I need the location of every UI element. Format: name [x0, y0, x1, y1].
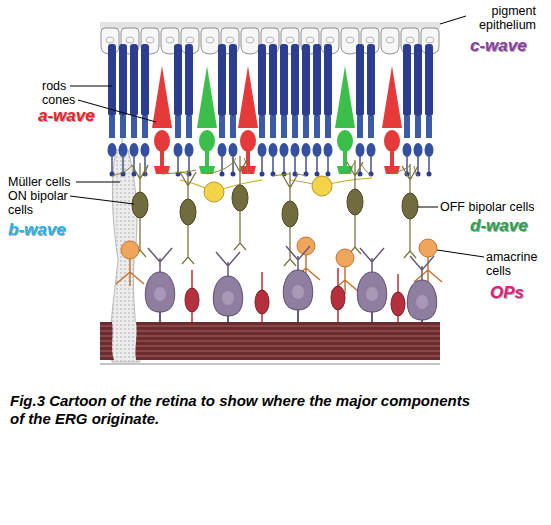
small-ganglion-cell [255, 272, 269, 326]
red-cone [152, 66, 172, 174]
ganglion-cell [407, 256, 436, 332]
bipolar-cell [347, 160, 363, 254]
muller-endfoot [112, 322, 137, 360]
bottom-line [100, 363, 440, 365]
nerve-fiber-layer [100, 322, 440, 360]
horizontal-cell [312, 176, 332, 196]
wave-label: d-wave [470, 216, 550, 236]
rod [119, 44, 128, 177]
layer-label: ON bipolar cells [8, 189, 76, 217]
rod [403, 44, 412, 177]
wave-label: b-wave [8, 220, 88, 240]
synaptic-fibers [112, 158, 418, 176]
wave-label: a-wave [38, 106, 118, 126]
small-ganglion-cell [185, 270, 199, 324]
rod [425, 44, 434, 177]
rod [414, 44, 423, 177]
ganglion-cells [145, 246, 436, 332]
wave-label: OPs [490, 283, 550, 303]
green-cone [335, 66, 355, 174]
leader-lines [70, 16, 484, 257]
rod [174, 44, 183, 177]
layer-label: cones [42, 93, 102, 107]
pe-cell [241, 28, 259, 54]
figure-caption: Fig.3 Cartoon of the retina to show wher… [10, 392, 480, 428]
rod [356, 44, 365, 177]
layer-label: amacrine cells [486, 250, 546, 278]
bipolar-cell [180, 170, 196, 264]
rod [280, 44, 289, 177]
small-ganglion-cell [391, 274, 405, 328]
ganglion-cell [283, 246, 312, 322]
rods [108, 44, 434, 177]
amacrine-cell [414, 239, 442, 284]
bipolar-cell [282, 172, 298, 266]
layer-label: OFF bipolar cells [440, 200, 550, 214]
rod [367, 44, 376, 177]
rod [185, 44, 194, 177]
pe-cell [201, 28, 219, 54]
rod [218, 44, 227, 177]
green-cone [197, 66, 217, 174]
rod [302, 44, 311, 177]
rod [291, 44, 300, 177]
red-cone [382, 66, 402, 174]
amacrine-cell [116, 241, 144, 286]
rod [229, 44, 238, 177]
off-bipolar-cell [402, 164, 418, 258]
pe-cell [381, 28, 399, 54]
layer-label: Müller cells [8, 175, 98, 189]
horizontal-cell [204, 182, 224, 202]
ganglion-cell [213, 252, 242, 328]
ganglion-cell [145, 248, 174, 324]
wave-label: c-wave [470, 36, 550, 56]
bipolar-cells [132, 156, 418, 266]
rod [141, 44, 150, 177]
layer-label: pigment epithelium [460, 4, 536, 32]
red-cone [238, 66, 258, 174]
rod [313, 44, 322, 177]
ganglion-cell [357, 248, 386, 324]
rod [324, 44, 333, 177]
rod [258, 44, 267, 177]
layer-label: rods [42, 79, 102, 93]
rod [269, 44, 278, 177]
rod [130, 44, 139, 177]
small-ganglion-cell [331, 268, 345, 322]
cones [152, 66, 402, 174]
bipolar-cell [232, 156, 248, 250]
